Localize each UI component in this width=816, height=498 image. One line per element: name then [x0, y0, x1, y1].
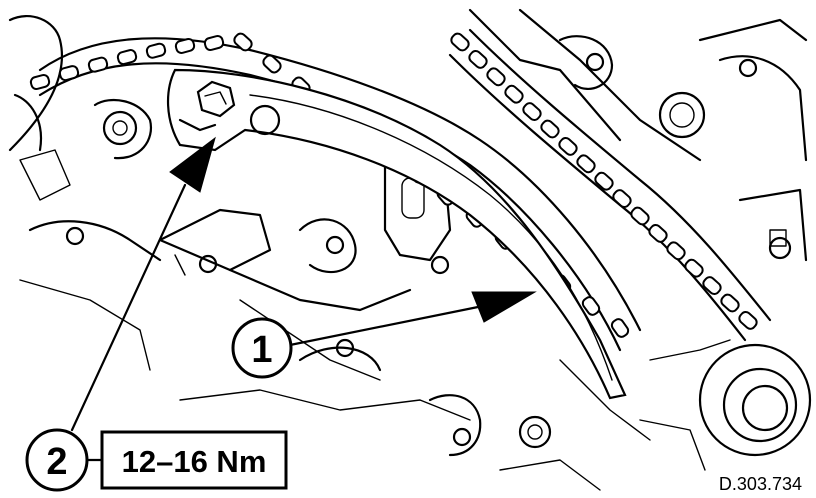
callout-2-label: 2: [46, 441, 67, 483]
torque-spec-value: 12–16 Nm: [122, 444, 267, 479]
chain-link: [233, 32, 253, 52]
chain-link: [522, 102, 542, 122]
chain-link: [581, 296, 601, 316]
arrow-to-bolt: [169, 136, 216, 193]
leader-line-2: [70, 183, 187, 432]
chain-link: [630, 206, 650, 226]
torque-spec-box: 12–16 Nm: [100, 430, 288, 490]
callout-2: 2: [25, 428, 89, 492]
chain-link: [594, 171, 614, 191]
callout-1-label: 1: [251, 329, 272, 371]
figure-reference: D.303.734: [719, 474, 802, 494]
timing-chain-links-right: [450, 32, 758, 330]
chain-link: [558, 136, 578, 156]
chain-link: [684, 258, 704, 278]
arrow-to-rail: [471, 291, 537, 323]
chain-link: [203, 35, 225, 52]
engine-block-outline: [8, 8, 812, 491]
chain-link: [262, 54, 282, 74]
chain-link: [610, 318, 630, 338]
chain-link: [174, 37, 196, 54]
chain-link: [576, 154, 596, 174]
chain-link: [468, 49, 488, 69]
chain-link: [486, 67, 506, 87]
pivot-bolt: [196, 80, 236, 118]
chain-link: [58, 65, 80, 82]
chain-link: [540, 119, 560, 139]
chain-link: [720, 293, 740, 313]
timing-chain-links: [29, 32, 630, 338]
chain-link: [450, 32, 470, 52]
chain-link: [87, 56, 109, 73]
chain-link: [666, 241, 686, 261]
chain-link: [612, 189, 632, 209]
chain-link: [738, 310, 758, 330]
callout-1: 1: [231, 317, 293, 379]
chain-link: [116, 49, 138, 66]
chain-link: [648, 223, 668, 243]
chain-link: [29, 73, 51, 91]
chain-link: [145, 42, 167, 59]
chain-link: [504, 84, 524, 104]
leader-line-1: [288, 305, 480, 347]
chain-link: [702, 276, 722, 296]
